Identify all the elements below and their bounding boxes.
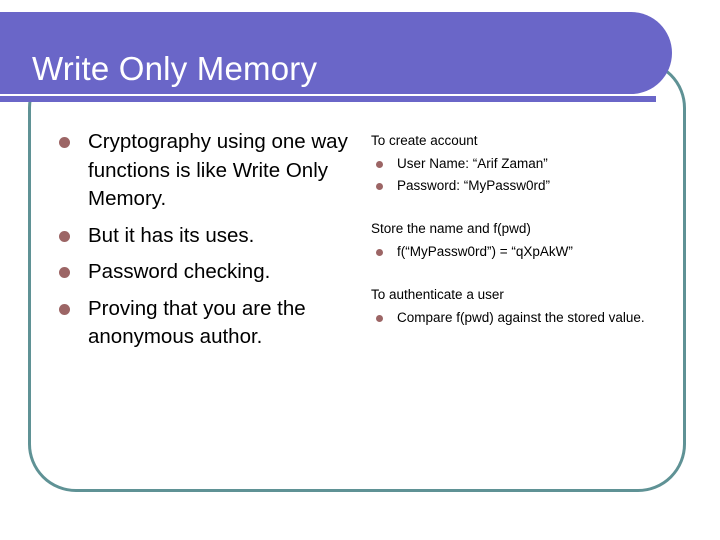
page-title: Write Only Memory [32,50,318,88]
section-spacer [371,264,671,285]
list-item-label: Compare f(pwd) against the stored value. [397,310,645,325]
bullet-dot-icon [376,315,383,322]
list-item: User Name: “Arif Zaman” [371,154,671,174]
title-banner-lower-strip [0,96,656,102]
section-store-name: Store the name and f(pwd) f(“MyPassw0rd”… [371,219,671,262]
section-heading: Store the name and f(pwd) [371,221,531,236]
list-item-label: f(“MyPassw0rd”) = “qXpAkW” [397,244,573,259]
list-item: Cryptography using one way functions is … [52,128,352,214]
section-create-account: To create account User Name: “Arif Zaman… [371,131,671,196]
bullet-dot-icon [376,183,383,190]
section-heading: To create account [371,133,478,148]
list-item: Password checking. [52,258,352,287]
section-heading: To authenticate a user [371,287,504,302]
title-banner [0,12,672,94]
left-content-column: Cryptography using one way functions is … [52,128,352,360]
section-authenticate-user: To authenticate a user Compare f(pwd) ag… [371,285,671,328]
bullet-dot-icon [59,137,70,148]
bullet-dot-icon [376,161,383,168]
bullet-dot-icon [376,249,383,256]
list-item-label: Proving that you are the anonymous autho… [88,296,306,349]
bullet-dot-icon [59,303,70,315]
list-item: Compare f(pwd) against the stored value. [371,308,671,328]
bullet-dot-icon [59,230,70,242]
title-underline [0,94,660,96]
right-content-column: To create account User Name: “Arif Zaman… [371,131,671,330]
list-item: Password: “MyPassw0rd” [371,176,671,196]
section-spacer [371,198,671,219]
list-item: Proving that you are the anonymous autho… [52,295,352,352]
list-item-label: Password checking. [88,260,271,283]
list-item: f(“MyPassw0rd”) = “qXpAkW” [371,242,671,262]
list-item-label: But it has its uses. [88,223,255,247]
list-item-label: Cryptography using one way functions is … [88,130,348,210]
list-item: But it has its uses. [52,222,352,251]
bullet-dot-icon [59,267,70,278]
list-item-label: User Name: “Arif Zaman” [397,156,548,171]
list-item-label: Password: “MyPassw0rd” [397,178,551,193]
